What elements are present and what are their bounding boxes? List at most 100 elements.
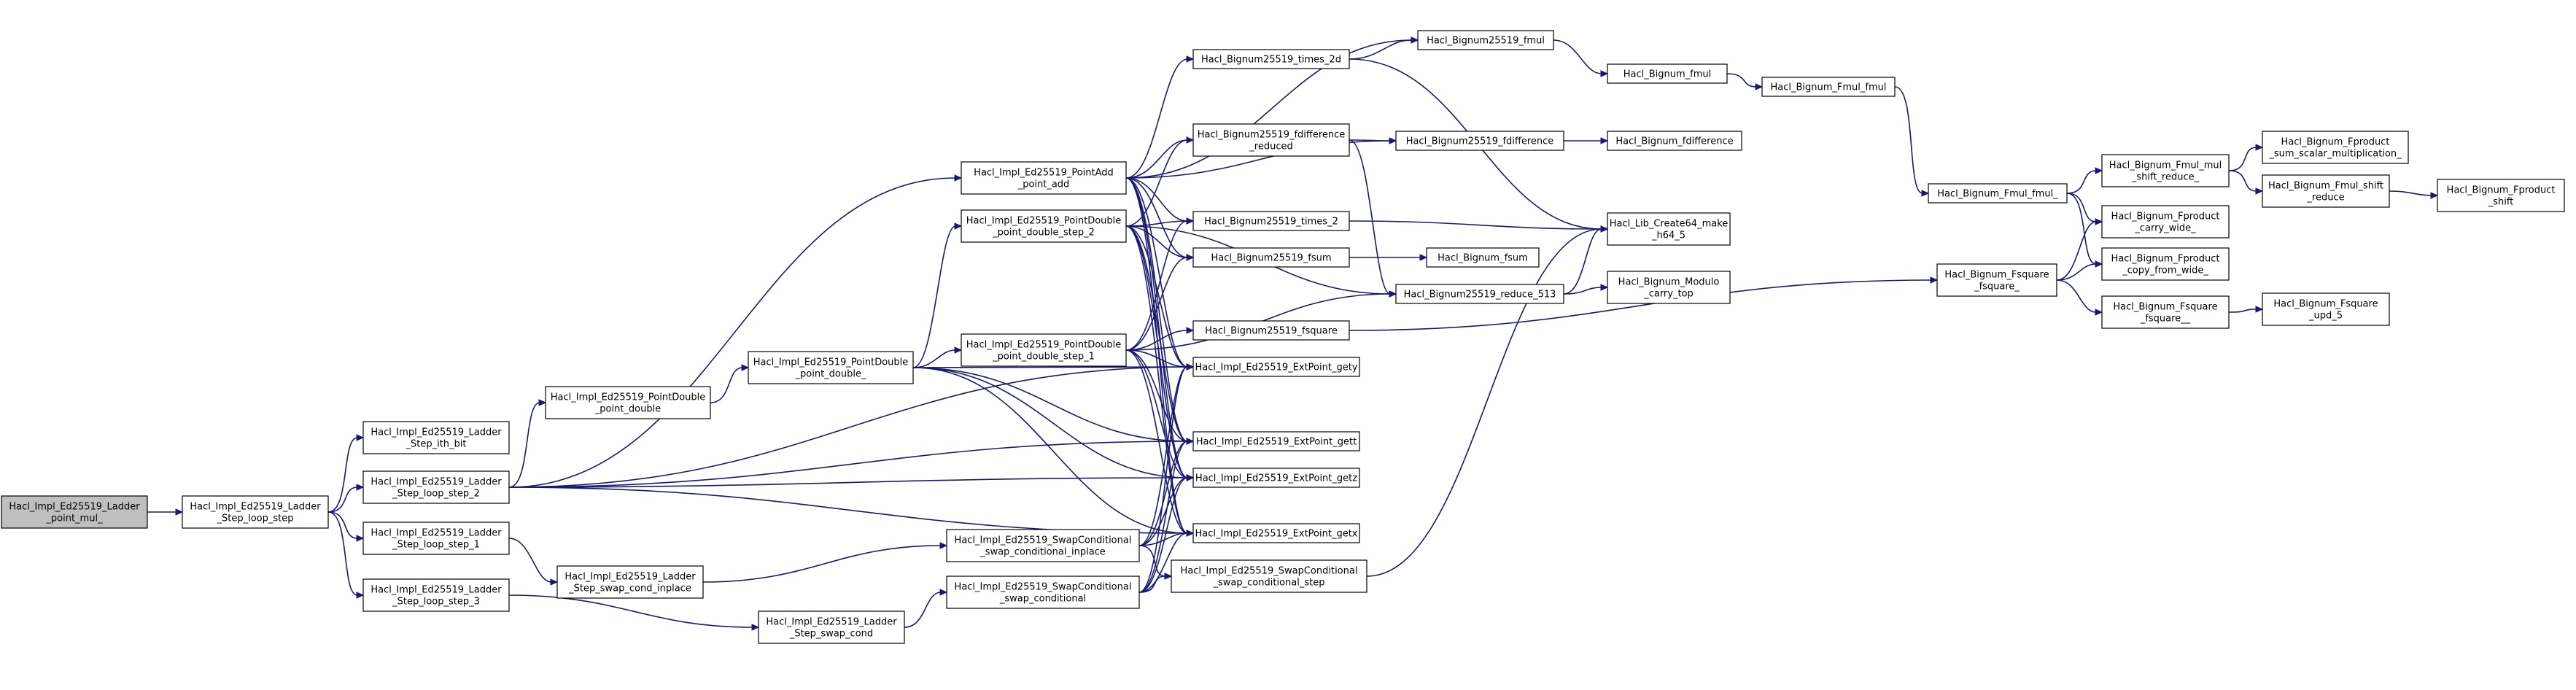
function-node-fproduct-shift[interactable]: Hacl_Bignum_Fproduct_shift: [2437, 179, 2565, 212]
function-node-sc-swap[interactable]: Hacl_Impl_Ed25519_SwapConditional_swap_c…: [946, 575, 1140, 609]
call-edge: [508, 594, 760, 631]
edge-line: [508, 594, 753, 628]
arrowhead: [2430, 192, 2439, 199]
function-node-mul-shift-reduce[interactable]: Hacl_Bignum_Fmul_mul_shift_reduce_: [2101, 154, 2230, 187]
function-node-swap-cond-inplace[interactable]: Hacl_Impl_Ed25519_Ladder_Step_swap_cond_…: [556, 565, 704, 599]
function-node-root[interactable]: Hacl_Impl_Ed25519_Ladder_point_mul_: [1, 495, 148, 529]
node-box: [362, 522, 510, 555]
edge-line: [1125, 139, 1188, 227]
function-node-fdiff-reduced[interactable]: Hacl_Bignum25519_fdifference_reduced: [1192, 123, 1350, 157]
arrowhead: [954, 174, 963, 182]
edge-line: [1349, 220, 1602, 230]
function-node-carry-wide[interactable]: Hacl_Bignum_Fproduct_carry_wide_: [2101, 205, 2230, 239]
function-node-times-2d[interactable]: Hacl_Bignum25519_times_2d: [1192, 49, 1350, 69]
function-node-pd-point-double-[interactable]: Hacl_Impl_Ed25519_PointDouble_point_doub…: [748, 351, 914, 384]
call-edge: [508, 399, 547, 488]
edge-line: [1138, 441, 1188, 546]
edge-line: [2066, 193, 2097, 265]
function-node-upd-5[interactable]: Hacl_Bignum_Fsquare_upd_5: [2262, 292, 2390, 326]
function-node-fmul[interactable]: Hacl_Bignum25519_fmul: [1417, 30, 1554, 50]
function-node-sum-scalar[interactable]: Hacl_Bignum_Fproduct_sum_scalar_multipli…: [2262, 131, 2409, 164]
arrowhead: [2095, 167, 2103, 174]
node-box: [1192, 211, 1350, 231]
edge-line: [1894, 86, 1923, 194]
function-node-loop-step-3[interactable]: Hacl_Impl_Ed25519_Ladder_Step_loop_step_…: [362, 578, 510, 612]
function-node-swap-cond[interactable]: Hacl_Impl_Ed25519_Ladder_Step_swap_cond: [758, 610, 905, 644]
edge-line: [1726, 73, 1757, 88]
function-node-reduce-513[interactable]: Hacl_Bignum25519_reduce_513: [1395, 284, 1564, 304]
call-edge: [2066, 167, 2103, 194]
function-node-pd-point-double[interactable]: Hacl_Impl_Ed25519_PointDouble_point_doub…: [545, 386, 711, 419]
function-node-gety[interactable]: Hacl_Impl_Ed25519_ExtPoint_gety: [1192, 357, 1360, 377]
edge-line: [1125, 58, 1188, 179]
function-node-fmul-[interactable]: Hacl_Bignum_Fmul_fmul_: [1928, 183, 2068, 203]
node-box: [1607, 131, 1742, 151]
edge-line: [508, 538, 552, 583]
function-node-make-h64-5[interactable]: Hacl_Lib_Create64_make_h64_5: [1607, 212, 1731, 246]
edge-line: [1138, 441, 1188, 593]
function-node-padd[interactable]: Hacl_Impl_Ed25519_PointAdd_point_add: [961, 161, 1127, 195]
node-label: Hacl_Impl_Ed25519_Ladder: [371, 528, 502, 539]
edge-line: [710, 367, 743, 403]
arrowhead: [1600, 284, 1609, 291]
function-node-fsquare-[interactable]: Hacl_Bignum_Fsquare_fsquare_: [1936, 263, 2057, 297]
function-node-sc-inplace[interactable]: Hacl_Impl_Ed25519_SwapConditional_swap_c…: [946, 529, 1140, 562]
function-node-modulo-carry-top[interactable]: Hacl_Bignum_Modulo_carry_top: [1607, 271, 1731, 304]
function-node-sc-step[interactable]: Hacl_Impl_Ed25519_SwapConditional_swap_c…: [1171, 559, 1367, 593]
node-box: [1, 495, 148, 529]
node-box: [2262, 131, 2409, 164]
function-node-getx[interactable]: Hacl_Impl_Ed25519_ExtPoint_getx: [1192, 523, 1360, 543]
function-node-pd-step-1[interactable]: Hacl_Impl_Ed25519_PointDouble_point_doub…: [961, 333, 1127, 367]
arrowhead: [1186, 363, 1195, 371]
node-label: Hacl_Bignum_fdifference: [1615, 136, 1733, 147]
function-node-copy-from-wide[interactable]: Hacl_Bignum_Fproduct_copy_from_wide_: [2101, 247, 2230, 281]
node-box: [1607, 212, 1731, 246]
arrowhead: [550, 578, 559, 586]
function-node-bn-fdifference[interactable]: Hacl_Bignum_fdifference: [1607, 131, 1742, 151]
edge-line: [1349, 139, 1391, 142]
node-label: _swap_conditional: [999, 594, 1086, 605]
function-node-fdifference[interactable]: Hacl_Bignum25519_fdifference: [1395, 131, 1564, 151]
node-label: Hacl_Lib_Create64_make: [1610, 219, 1729, 230]
call-edge: [1564, 137, 1609, 144]
edge-line: [508, 441, 1188, 488]
function-node-ith-bit[interactable]: Hacl_Impl_Ed25519_Ladder_Step_ith_bit: [362, 421, 510, 454]
function-node-shift-reduce[interactable]: Hacl_Bignum_Fmul_shift_reduce: [2262, 174, 2390, 208]
call-edge: [2056, 279, 2103, 316]
call-edge: [1349, 220, 1609, 233]
edge-line: [1125, 225, 1188, 478]
function-node-bignum-fmul[interactable]: Hacl_Bignum_fmul: [1607, 63, 1728, 84]
function-node-fmul-fmul[interactable]: Hacl_Bignum_Fmul_fmul: [1761, 77, 1896, 97]
function-node-fsquare--[interactable]: Hacl_Bignum_Fsquare_fsquare__: [2101, 295, 2230, 329]
edge-line: [904, 592, 942, 628]
function-node-loop-step-1[interactable]: Hacl_Impl_Ed25519_Ladder_Step_loop_step_…: [362, 522, 510, 555]
function-node-getz[interactable]: Hacl_Impl_Ed25519_ExtPoint_getz: [1192, 468, 1360, 488]
function-node-loop-step-2[interactable]: Hacl_Impl_Ed25519_Ladder_Step_loop_step_…: [362, 470, 510, 504]
node-label: _fsquare_: [1974, 282, 2020, 292]
node-box: [1417, 30, 1554, 50]
arrowhead: [751, 624, 760, 631]
function-node-loop-step[interactable]: Hacl_Impl_Ed25519_Ladder_Step_loop_step: [182, 495, 329, 529]
edge-line: [1125, 349, 1188, 534]
arrowhead: [939, 589, 948, 596]
node-label: Hacl_Bignum25519_fsquare: [1205, 326, 1338, 337]
function-node-pd-step-2[interactable]: Hacl_Impl_Ed25519_PointDouble_point_doub…: [961, 209, 1127, 243]
node-label: _upd_5: [2308, 311, 2343, 322]
node-box: [2101, 154, 2230, 187]
node-label: _shift_reduce_: [2131, 172, 2200, 183]
function-nodes: Hacl_Impl_Ed25519_Ladder_point_mul_ Hacl_…: [1, 30, 2565, 644]
node-box: [748, 351, 914, 384]
function-node-fsum[interactable]: Hacl_Bignum25519_fsum: [1192, 247, 1350, 268]
node-label: Hacl_Impl_Ed25519_PointDouble: [966, 216, 1122, 227]
node-label: Hacl_Impl_Ed25519_PointDouble: [551, 392, 706, 403]
function-node-fsquare[interactable]: Hacl_Bignum25519_fsquare: [1192, 320, 1350, 341]
function-node-times-2[interactable]: Hacl_Bignum25519_times_2: [1192, 211, 1350, 231]
function-node-gett[interactable]: Hacl_Impl_Ed25519_ExtPoint_gett: [1192, 431, 1360, 451]
call-edge: [508, 487, 1195, 537]
edge-line: [1138, 532, 1188, 593]
arrowhead: [1930, 276, 1939, 284]
edge-line: [1125, 225, 1188, 442]
node-label: Hacl_Bignum25519_fmul: [1427, 36, 1545, 47]
call-edge: [2066, 193, 2103, 268]
function-node-bn-fsum[interactable]: Hacl_Bignum_fsum: [1426, 247, 1540, 268]
